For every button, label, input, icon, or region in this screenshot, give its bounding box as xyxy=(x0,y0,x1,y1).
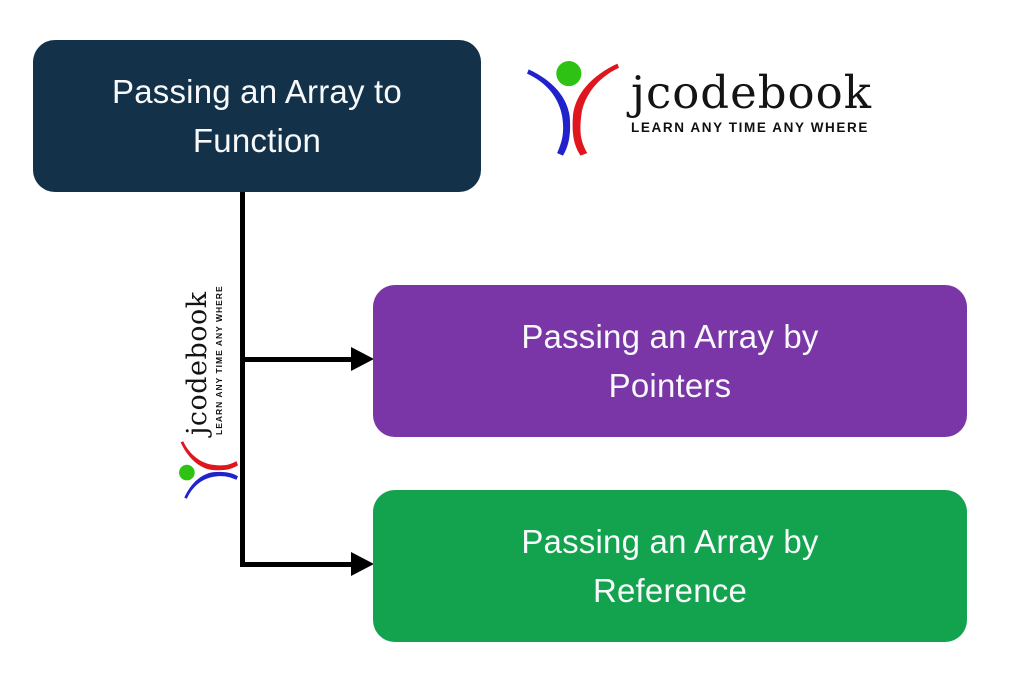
root-node-passing-array-to-function: Passing an Array to Function xyxy=(33,40,481,192)
connector-branch-pointers-line xyxy=(240,357,352,362)
brand-name: jcodebook xyxy=(631,66,872,119)
arrowhead-reference-icon xyxy=(351,552,374,576)
reference-node-label-line1: Passing an Array by xyxy=(521,522,819,560)
reference-node-label-line2: Reference xyxy=(592,572,748,609)
brand-logo-watermark: jcodebook LEARN ANY TIME ANY WHERE xyxy=(178,267,238,499)
arrowhead-pointers-icon xyxy=(351,347,374,371)
brand-logo-header: jcodebook LEARN ANY TIME ANY WHERE xyxy=(527,56,872,161)
root-node-label-line2: Function xyxy=(192,122,322,159)
brand-name: jcodebook xyxy=(182,291,213,435)
person-figure-icon xyxy=(179,441,238,499)
brand-text-block: jcodebook LEARN ANY TIME ANY WHERE xyxy=(178,285,224,435)
child-node-passing-by-pointers: Passing an Array by Pointers xyxy=(373,285,967,437)
connector-vertical-line xyxy=(240,192,245,567)
brand-tagline: LEARN ANY TIME ANY WHERE xyxy=(631,120,869,135)
pointers-node-label-line1: Passing an Array by xyxy=(521,317,819,355)
child-node-passing-by-reference: Passing an Array by Reference xyxy=(373,490,967,642)
brand-text-block: jcodebook LEARN ANY TIME ANY WHERE xyxy=(631,56,872,135)
connector-branch-reference-line xyxy=(240,562,352,567)
root-node-label-line1: Passing an Array to xyxy=(112,72,402,110)
pointers-node-label-line2: Pointers xyxy=(608,367,732,404)
person-figure-icon xyxy=(527,61,620,156)
brand-tagline: LEARN ANY TIME ANY WHERE xyxy=(214,285,224,435)
